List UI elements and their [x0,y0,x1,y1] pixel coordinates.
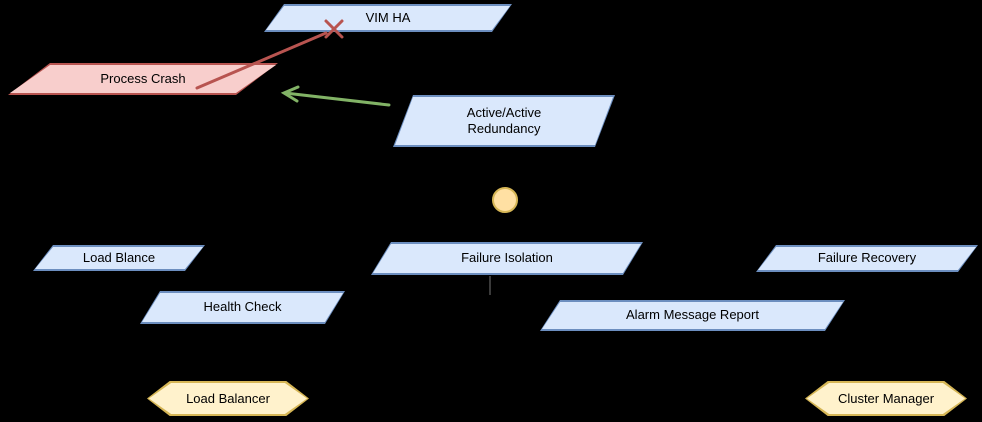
node-label: Process Crash [100,70,186,86]
node-failure-recovery[interactable]: Failure Recovery [756,245,978,272]
node-load-balancer[interactable]: Load Balancer [147,381,309,416]
node-label: Load Blance [82,249,156,265]
node-failure-isolation[interactable]: Failure Isolation [371,242,643,275]
node-label: Failure Recovery [817,250,917,266]
node-label: Failure Isolation [461,250,553,266]
node-health-check[interactable]: Health Check [140,291,345,324]
junction-circle[interactable] [492,187,518,213]
node-label: VIM HA [365,9,411,25]
node-vim-ha[interactable]: VIM HA [264,4,512,32]
arrowhead [280,85,300,103]
node-load-blance[interactable]: Load Blance [33,245,205,271]
node-label: Load Balancer [186,391,270,406]
node-process-crash[interactable]: Process Crash [8,63,278,95]
node-cluster-manager[interactable]: Cluster Manager [805,381,967,416]
node-label: Alarm Message Report [626,307,759,323]
node-label: Health Check [203,299,282,315]
node-active-active-redundancy[interactable]: Active/Active Redundancy [393,95,615,147]
edge-active-active-to-process-crash [280,85,391,107]
node-label: Active/Active Redundancy [466,104,542,136]
node-label: Cluster Manager [837,391,935,406]
node-alarm-message-report[interactable]: Alarm Message Report [540,300,845,331]
